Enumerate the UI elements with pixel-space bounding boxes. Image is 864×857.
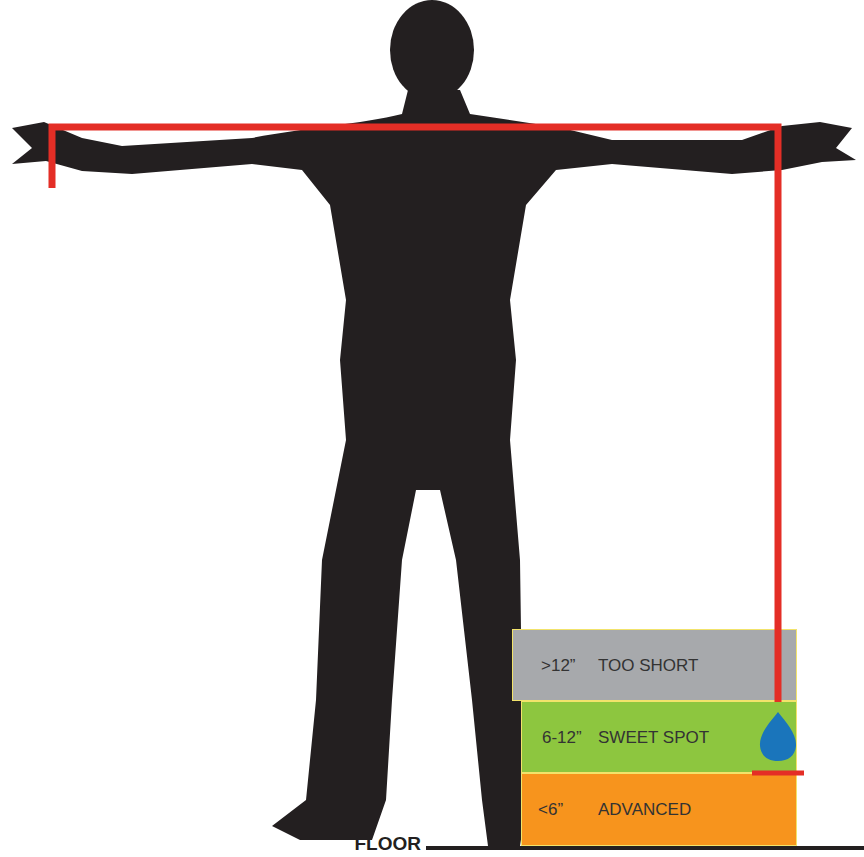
height-band: 6-12” SWEET SPOT	[521, 701, 797, 773]
height-band: >12” TOO SHORT	[512, 629, 797, 701]
range-label: SWEET SPOT	[598, 729, 709, 746]
floor-label: FLOOR	[355, 834, 422, 853]
reach-line	[52, 127, 778, 702]
range-label: TOO SHORT	[598, 657, 698, 674]
head	[390, 0, 474, 100]
body	[12, 90, 856, 846]
height-band: <6” ADVANCED	[521, 773, 797, 846]
range-value: 6-12”	[542, 729, 582, 746]
floor-line	[426, 846, 864, 850]
range-value: <6”	[538, 801, 563, 818]
range-label: ADVANCED	[598, 801, 691, 818]
range-value: >12”	[541, 657, 576, 674]
